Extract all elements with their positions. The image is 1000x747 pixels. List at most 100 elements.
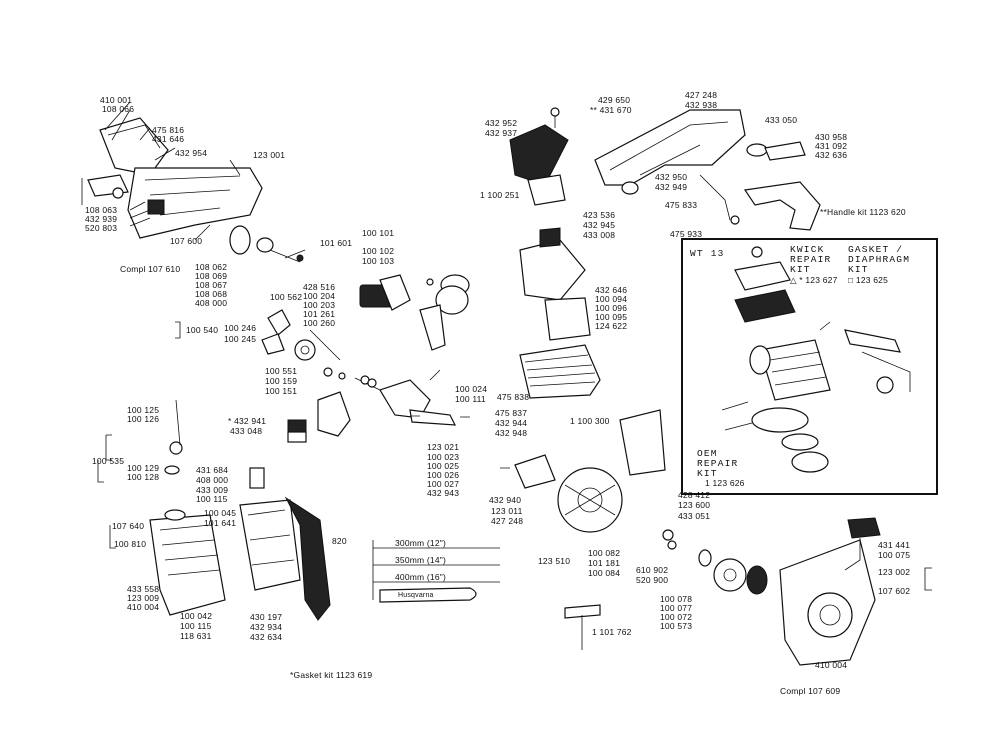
part-number: 108 063 <box>85 205 118 215</box>
part-number: 100 126 <box>127 414 160 424</box>
bar-length: 400mm (16") <box>395 572 447 582</box>
part-number: 475 837 <box>495 408 528 418</box>
part-number: 432 937 <box>485 128 518 138</box>
part-number: 410 001 <box>100 95 133 105</box>
part-number: 123 510 <box>538 556 571 566</box>
part-number: 475 833 <box>665 200 698 210</box>
part-number: 108 066 <box>102 104 135 114</box>
assembly-reference: Compl 107 610 <box>120 264 181 274</box>
part-number: 432 948 <box>495 428 528 438</box>
bar-length: 350mm (14") <box>395 555 447 565</box>
carburetor-kit-box <box>681 238 938 495</box>
part-number: 432 954 <box>175 148 208 158</box>
part-number: 100 094 <box>595 294 628 304</box>
part-number: 432 938 <box>685 100 718 110</box>
part-number: 123 002 <box>878 567 911 577</box>
part-number: 123 011 <box>491 506 523 516</box>
clutch-assembly <box>261 309 346 380</box>
part-number: 100 203 <box>303 300 336 310</box>
part-number: 108 069 <box>195 271 228 281</box>
part-number: 428 516 <box>303 282 336 292</box>
kit-number: 1 123 626 <box>705 478 745 488</box>
part-number: 100 102 <box>362 246 395 256</box>
part-number: 100 159 <box>265 376 298 386</box>
part-number: 107 602 <box>878 586 911 596</box>
part-number: 520 803 <box>85 223 118 233</box>
crankshaft <box>354 369 457 426</box>
kit-number: △ * 123 627 <box>790 275 838 285</box>
part-number: 100 551 <box>265 366 298 376</box>
part-number: 100 084 <box>588 568 621 578</box>
part-number: 100 082 <box>588 548 621 558</box>
part-number: 100 535 <box>92 456 125 466</box>
kit-reference: *Gasket kit 1123 619 <box>290 670 373 680</box>
part-number: 100 573 <box>660 621 693 631</box>
part-number: 123 001 <box>253 150 286 160</box>
part-number: 820 <box>332 536 347 546</box>
part-number: 432 934 <box>250 622 283 632</box>
part-number: 475 816 <box>152 125 185 135</box>
part-number: 408 000 <box>196 475 229 485</box>
front-handle-bar <box>730 181 821 231</box>
part-number: 428 412 <box>678 490 711 500</box>
part-number: 100 204 <box>303 291 336 301</box>
oil-pump-parts <box>229 225 306 263</box>
part-number: 124 622 <box>595 321 628 331</box>
part-number: 100 025 <box>427 461 460 471</box>
guide-bars <box>372 540 500 603</box>
kit-box-heading: KIT <box>697 468 718 479</box>
kit-box-heading: REPAIR <box>790 254 832 265</box>
air-filter-cover <box>509 107 569 206</box>
part-number: 101 261 <box>303 309 336 319</box>
starter-cover <box>779 517 881 666</box>
part-number: 118 631 <box>180 631 212 641</box>
part-number: 432 950 <box>655 172 688 182</box>
part-number: 101 601 <box>320 238 353 248</box>
part-number: 100 078 <box>660 594 693 604</box>
kit-box-heading: REPAIR <box>697 458 739 469</box>
part-number: 100 810 <box>114 539 147 549</box>
part-number: 100 151 <box>265 386 298 396</box>
bearing-housing <box>287 391 351 443</box>
part-number: 431 092 <box>815 141 848 151</box>
part-number: 423 536 <box>583 210 616 220</box>
part-number: 107 600 <box>170 236 203 246</box>
part-number: 123 009 <box>127 593 160 603</box>
part-number: 432 949 <box>655 182 688 192</box>
kit-number: □ 123 625 <box>848 275 889 285</box>
kit-box-heading: KIT <box>790 264 811 275</box>
part-number: 108 062 <box>195 262 228 272</box>
part-number: 431 646 <box>152 134 185 144</box>
part-number: 100 024 <box>455 384 488 394</box>
flywheel-ignition <box>514 409 677 550</box>
part-number: 432 945 <box>583 220 616 230</box>
part-number: 432 939 <box>85 214 118 224</box>
part-number: 433 008 <box>583 230 616 240</box>
part-number: 433 051 <box>678 511 711 521</box>
part-number: 108 067 <box>195 280 228 290</box>
part-number: 100 042 <box>180 611 213 621</box>
part-number: 475 933 <box>670 229 703 239</box>
part-number: 100 115 <box>180 621 212 631</box>
part-number: 427 248 <box>491 516 524 526</box>
part-number: 433 050 <box>765 115 798 125</box>
leader-lines-top-left <box>81 101 241 241</box>
bar-length: 300mm (12") <box>395 538 447 548</box>
part-number: 430 197 <box>250 612 283 622</box>
top-handle <box>594 109 806 221</box>
part-number: 475 838 <box>497 392 530 402</box>
part-number: 100 096 <box>595 303 628 313</box>
part-number: 100 260 <box>303 318 336 328</box>
kit-box-heading: DIAPHRAGM <box>848 254 911 265</box>
part-number: 123 021 <box>427 442 460 452</box>
part-number: 100 027 <box>427 479 460 489</box>
part-number: 100 045 <box>204 508 237 518</box>
part-number: 408 000 <box>195 298 228 308</box>
part-number: * 432 941 <box>228 416 267 426</box>
kit-box-title: WT 13 <box>690 248 725 259</box>
reference-brackets <box>97 321 932 591</box>
assembly-reference: Compl 107 609 <box>780 686 841 696</box>
kit-box-heading: KWICK <box>790 244 825 255</box>
part-number: 101 641 <box>204 518 237 528</box>
